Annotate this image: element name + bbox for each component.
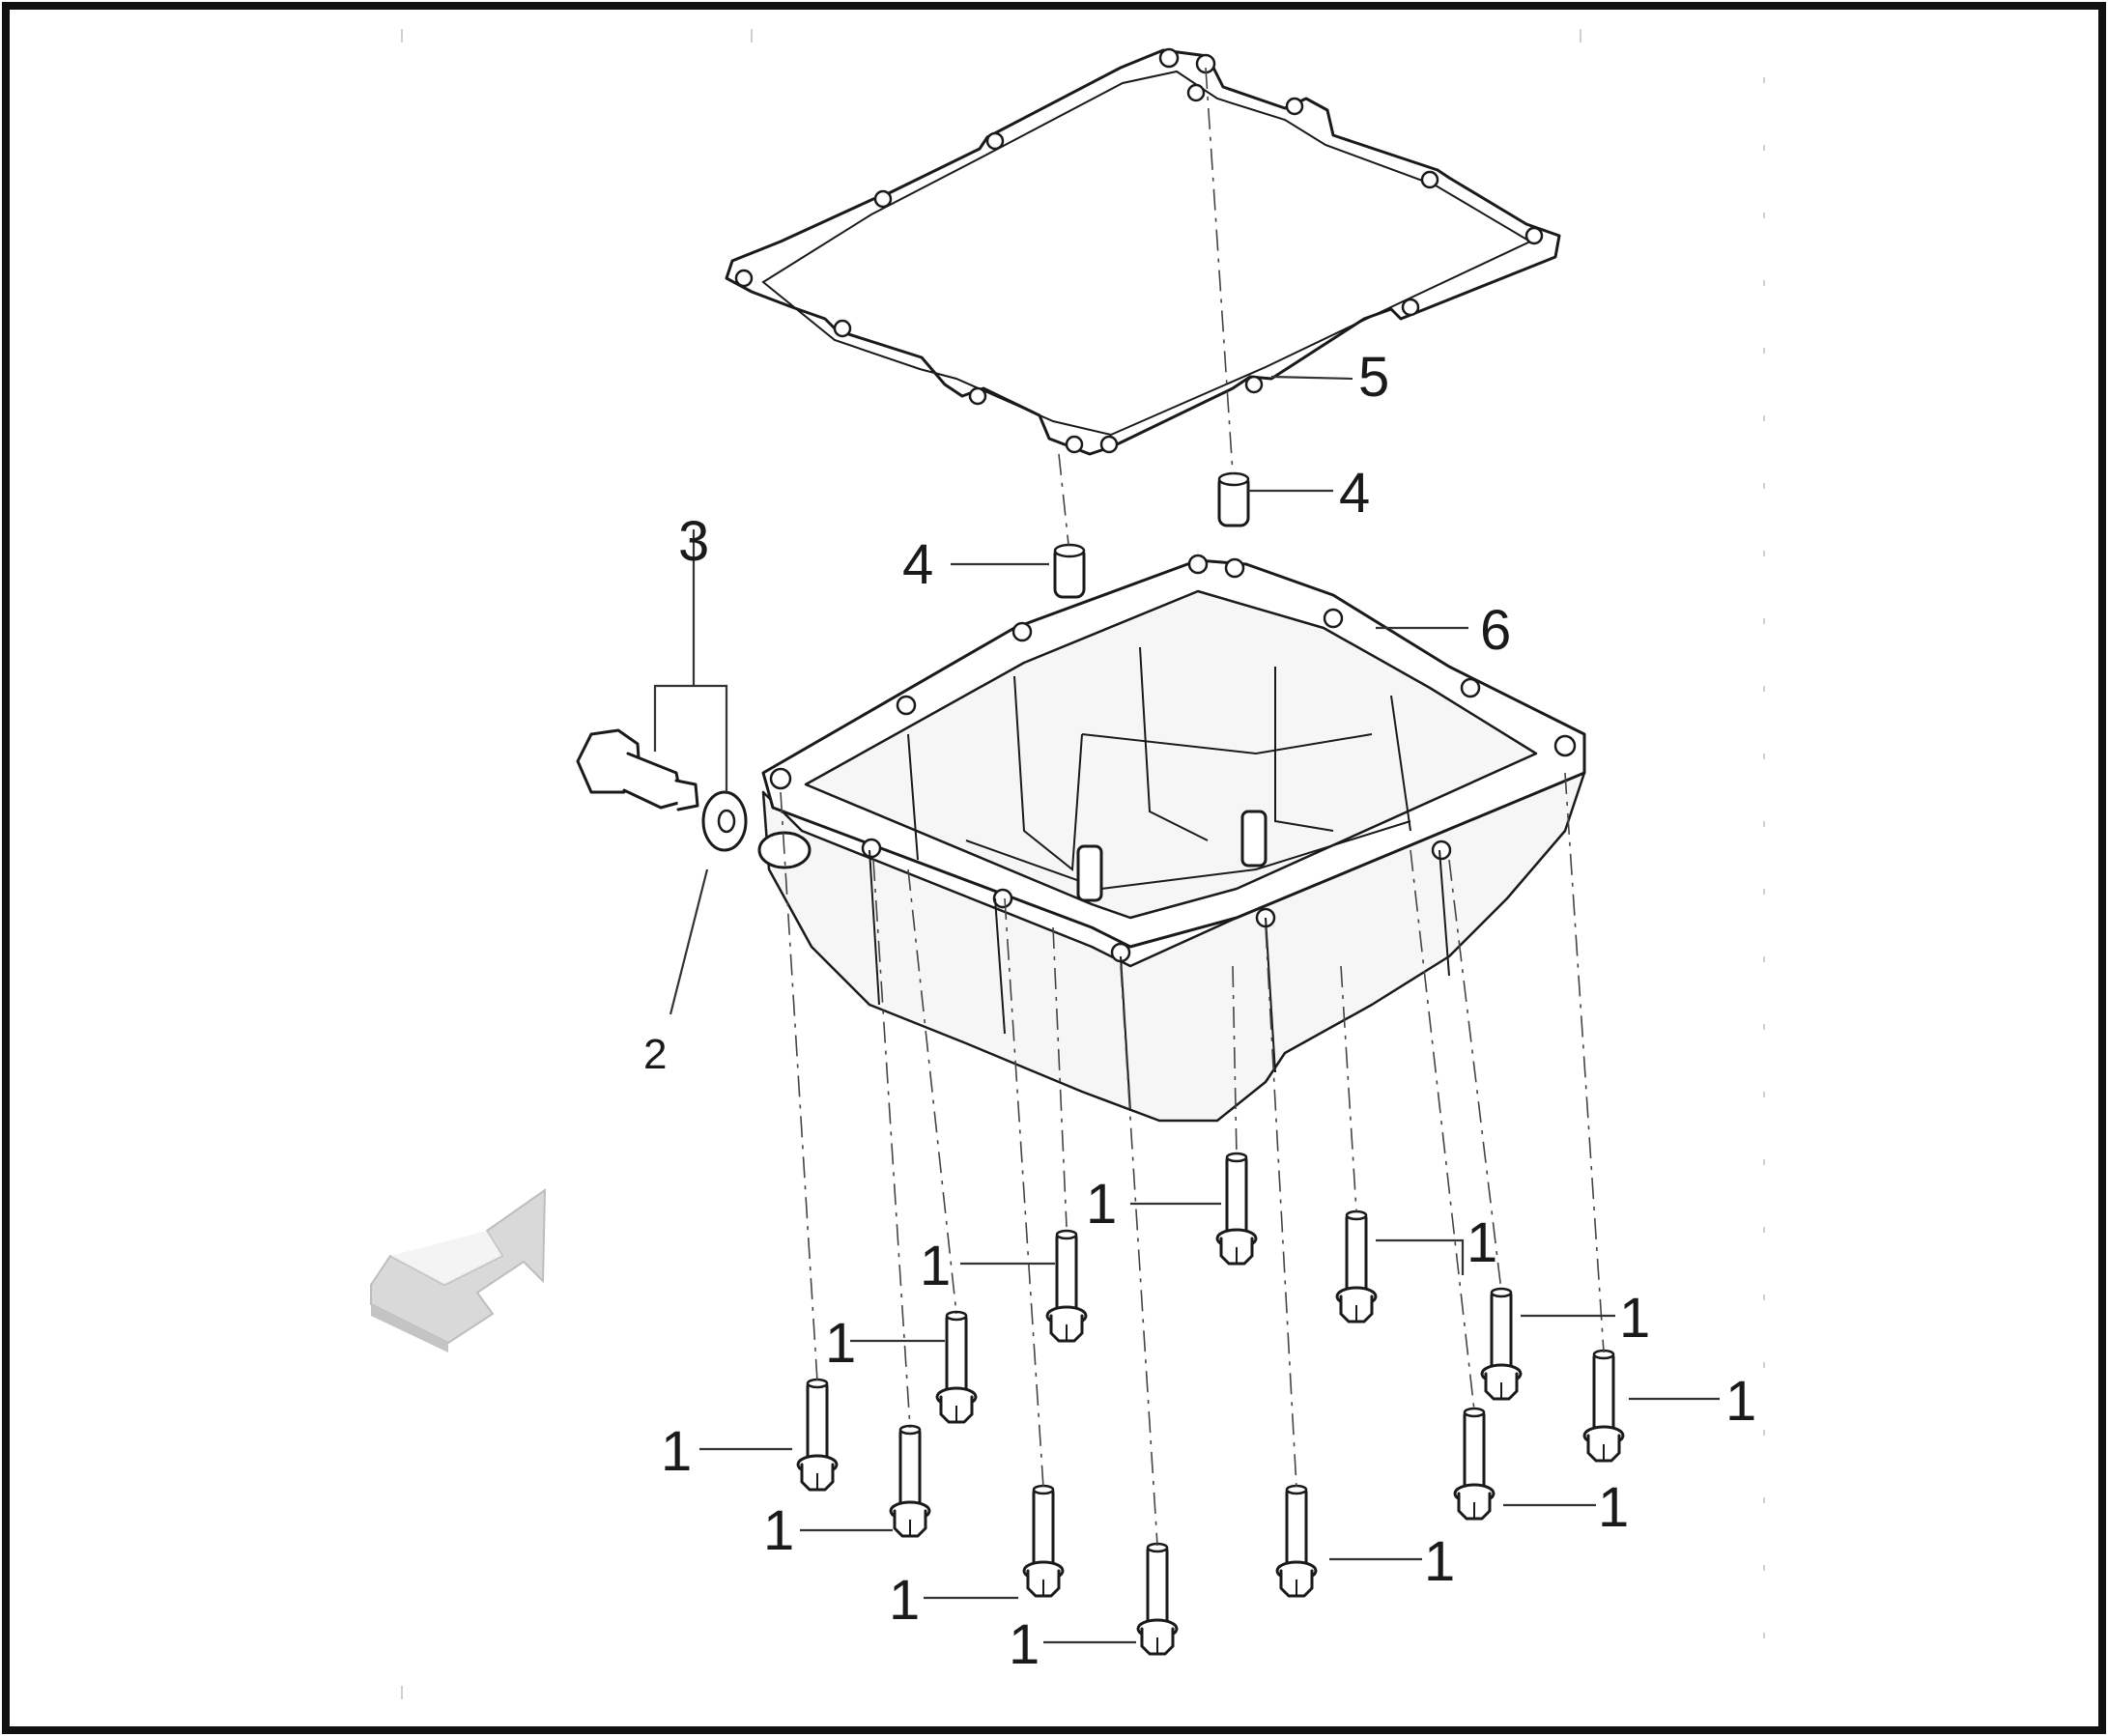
callout-4-right: 4 — [1339, 462, 1370, 525]
flange-bolt — [1582, 1349, 1625, 1463]
callout-1-h: 1 — [763, 1499, 794, 1562]
callout-1-j: 1 — [889, 1569, 920, 1632]
flange-bolt — [1022, 1484, 1065, 1598]
flange-bolt — [935, 1310, 978, 1424]
front-direction-arrow-icon — [370, 1188, 547, 1352]
flange-bolt — [1215, 1152, 1258, 1266]
flange-bolt — [1335, 1210, 1378, 1323]
callout-1-k: 1 — [1424, 1530, 1455, 1593]
callout-1-e: 1 — [1619, 1287, 1650, 1350]
drain-bolt — [576, 728, 699, 811]
flange-bolt — [1275, 1484, 1318, 1598]
oil-pan-gasket — [725, 47, 1561, 456]
callout-1-f: 1 — [661, 1420, 692, 1483]
drain-washer — [701, 790, 748, 852]
callout-5: 5 — [1358, 346, 1389, 409]
callout-3: 3 — [678, 510, 709, 573]
flange-bolt — [796, 1378, 839, 1492]
callout-4-left: 4 — [902, 533, 933, 596]
flange-bolt — [1045, 1229, 1088, 1343]
callout-1-c: 1 — [1467, 1211, 1497, 1274]
callout-1-b: 1 — [920, 1235, 951, 1297]
callout-1-l: 1 — [1009, 1613, 1040, 1676]
callout-6: 6 — [1480, 599, 1511, 662]
leader-lines — [653, 375, 1720, 1644]
callout-1-a: 1 — [1086, 1173, 1117, 1236]
callout-1-g: 1 — [1725, 1370, 1756, 1433]
alignment-lines — [780, 67, 1605, 1547]
flange-bolt — [1136, 1542, 1179, 1656]
oil-pan — [757, 554, 1586, 1123]
callout-1-i: 1 — [1598, 1476, 1629, 1539]
flange-bolts — [796, 1152, 1625, 1656]
callout-2: 2 — [643, 1031, 667, 1078]
margin-ticks — [401, 29, 1765, 1699]
dowel-pin-right — [1217, 471, 1250, 527]
flange-bolt — [889, 1424, 931, 1538]
callout-1-d: 1 — [825, 1312, 856, 1375]
dowel-pin-left — [1053, 543, 1086, 599]
callout-labels: 5 4 4 3 6 2 1 1 1 1 1 1 1 1 1 1 1 1 — [643, 346, 1756, 1676]
flange-bolt — [1480, 1287, 1523, 1401]
flange-bolt — [1453, 1407, 1496, 1521]
